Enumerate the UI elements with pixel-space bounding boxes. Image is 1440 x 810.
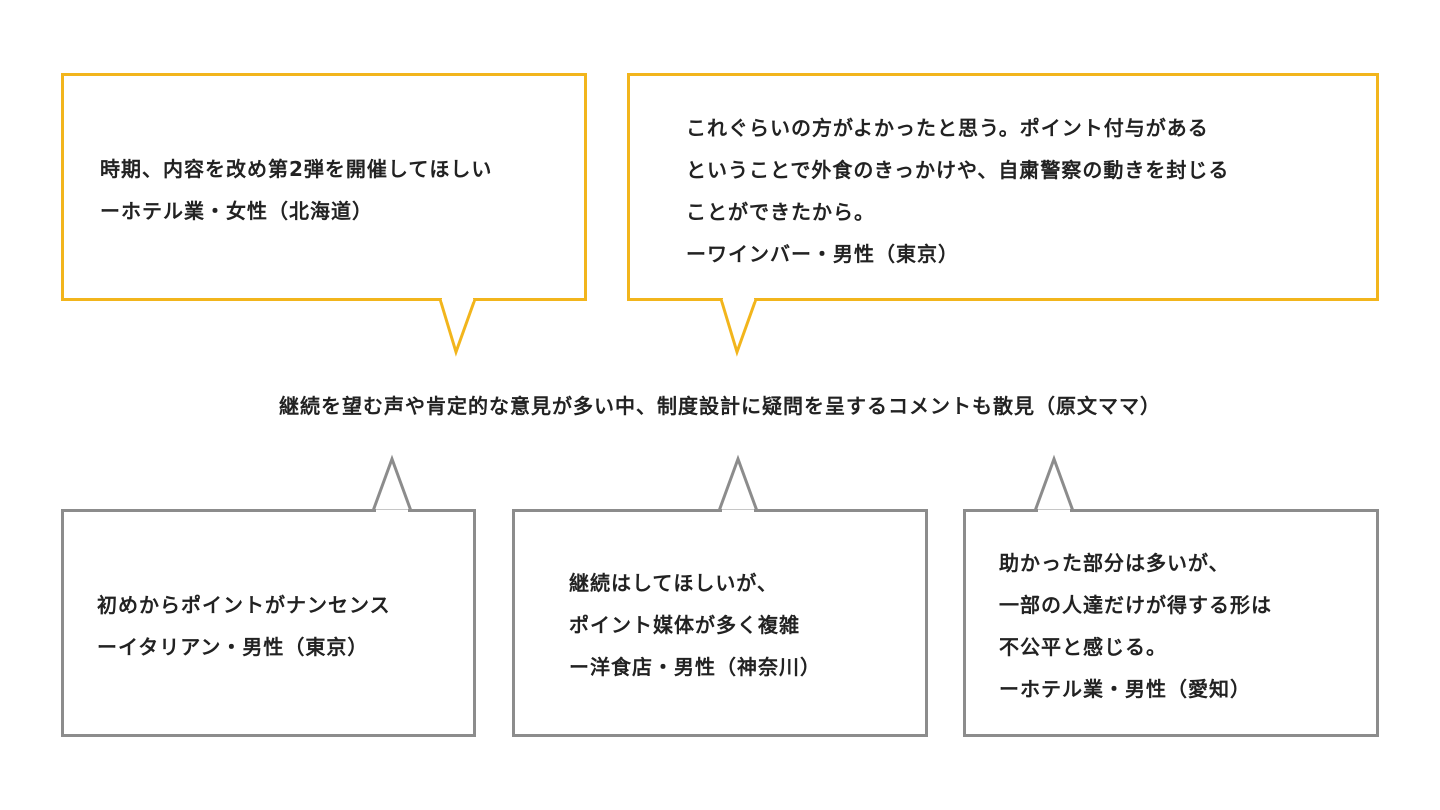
quote-line: ポイント媒体が多く複雑 xyxy=(569,613,800,637)
quote-line: 初めからポイントがナンセンス xyxy=(97,593,391,617)
quote-attribution: ーホテル業・女性（北海道） xyxy=(100,199,373,223)
speech-bubble-wine-bar-tokyo: これぐらいの方がよかったと思う。ポイント付与がある ということで外食のきっかけや… xyxy=(627,73,1379,301)
quote-line: 不公平と感じる。 xyxy=(999,635,1167,659)
quote-line: 継続はしてほしいが、 xyxy=(569,571,778,595)
quote-line: これぐらいの方がよかったと思う。ポイント付与がある xyxy=(686,116,1209,140)
speech-bubble-tail-cover xyxy=(722,509,754,514)
quote-text: これぐらいの方がよかったと思う。ポイント付与がある ということで外食のきっかけや… xyxy=(686,107,1229,275)
quote-attribution: ーイタリアン・男性（東京） xyxy=(97,635,369,659)
speech-bubble-tail xyxy=(719,296,758,357)
quote-text: 初めからポイントがナンセンス ーイタリアン・男性（東京） xyxy=(97,584,391,668)
quote-attribution: ー洋食店・男性（神奈川） xyxy=(569,655,821,679)
quote-text: 時期、内容を改め第2弾を開催してほしい ーホテル業・女性（北海道） xyxy=(100,148,492,232)
speech-bubble-western-restaurant-kanagawa: 継続はしてほしいが、 ポイント媒体が多く複雑 ー洋食店・男性（神奈川） xyxy=(512,509,928,737)
speech-bubble-hotel-hokkaido: 時期、内容を改め第2弾を開催してほしい ーホテル業・女性（北海道） xyxy=(61,73,587,301)
speech-bubble-tail xyxy=(371,454,413,512)
quote-text: 継続はしてほしいが、 ポイント媒体が多く複雑 ー洋食店・男性（神奈川） xyxy=(569,562,821,688)
quote-line: ことができたから。 xyxy=(686,200,875,224)
quote-line: 助かった部分は多いが、 xyxy=(999,551,1230,575)
speech-bubble-tail-cover xyxy=(376,509,408,514)
speech-bubble-tail xyxy=(1033,454,1075,512)
speech-bubble-tail xyxy=(438,296,477,357)
quote-line: 一部の人達だけが得する形は xyxy=(999,593,1272,617)
quote-attribution: ーホテル業・男性（愛知） xyxy=(999,677,1251,701)
speech-bubble-hotel-aichi: 助かった部分は多いが、 一部の人達だけが得する形は 不公平と感じる。 ーホテル業… xyxy=(963,509,1379,737)
summary-caption: 継続を望む声や肯定的な意見が多い中、制度設計に疑問を呈するコメントも散見（原文マ… xyxy=(279,394,1161,418)
speech-bubble-tail-cover xyxy=(1038,509,1070,514)
speech-bubble-tail xyxy=(717,454,759,512)
quote-line: ということで外食のきっかけや、自粛警察の動きを封じる xyxy=(686,158,1230,182)
quote-attribution: ーワインバー・男性（東京） xyxy=(686,242,959,266)
quote-line: 時期、内容を改め第2弾を開催してほしい xyxy=(100,157,493,181)
quote-text: 助かった部分は多いが、 一部の人達だけが得する形は 不公平と感じる。 ーホテル業… xyxy=(999,542,1272,710)
speech-bubble-italian-tokyo: 初めからポイントがナンセンス ーイタリアン・男性（東京） xyxy=(61,509,476,737)
